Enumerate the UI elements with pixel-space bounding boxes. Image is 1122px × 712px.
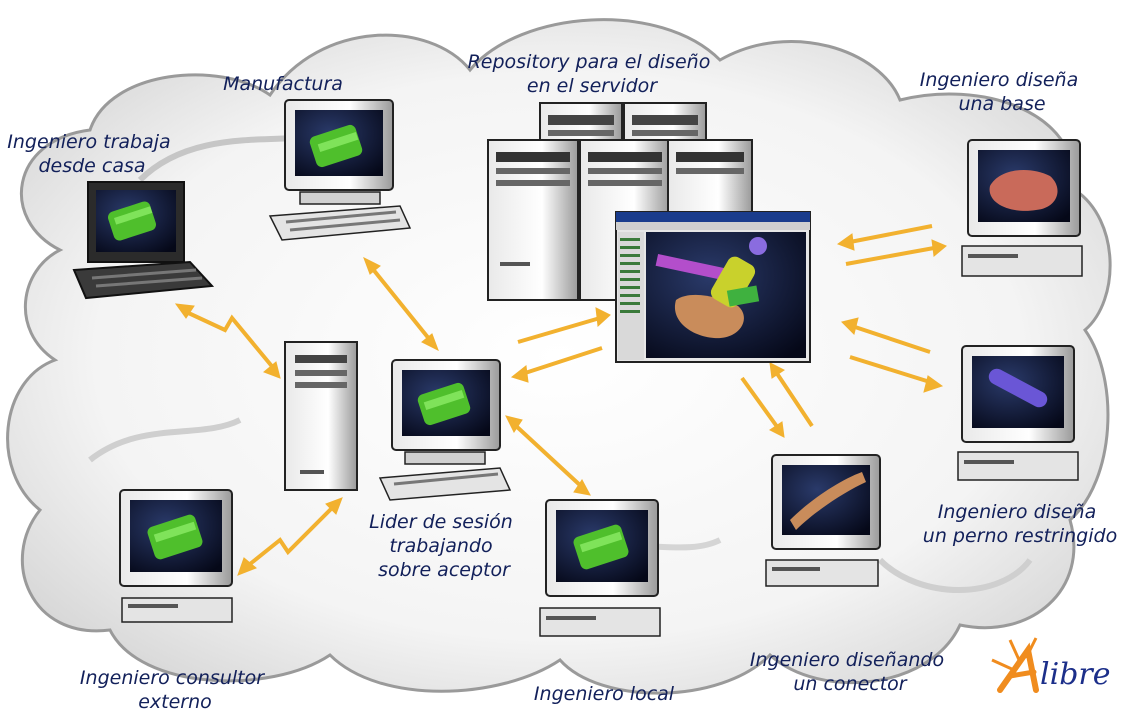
label-line: un conector <box>793 673 907 695</box>
bolt-engineer-computer <box>957 345 1079 481</box>
desktop-computer-icon <box>378 359 512 501</box>
label-session-leader: Lider de sesión trabajando sobre aceptor <box>369 511 519 581</box>
desktop-computer-icon <box>957 345 1079 481</box>
label-local-engineer: Ingeniero local <box>534 683 675 705</box>
label-line: Ingeniero local <box>534 683 675 705</box>
desktop-computer-icon <box>268 99 412 241</box>
arrow-icon <box>510 307 611 383</box>
label-base-engineer: Ingeniero diseña una base <box>920 69 1085 115</box>
manufacturing-computer <box>268 99 412 241</box>
label-line: Ingeniero trabaja <box>7 131 170 153</box>
label-line: Ingeniero diseñando <box>750 649 944 671</box>
base-engineer-computer <box>961 139 1083 277</box>
label-line: Ingeniero diseña <box>920 69 1079 91</box>
connector-engineer-computer <box>765 454 881 587</box>
label-line: desde casa <box>38 155 145 177</box>
label-line: trabajando <box>389 535 492 557</box>
server-group <box>487 102 753 301</box>
arrow-icon <box>363 256 439 352</box>
label-connector-engineer: Ingeniero diseñando un conector <box>750 649 950 695</box>
local-engineer-computer <box>539 499 661 637</box>
label-repository: Repository para el diseño en el servidor <box>468 51 717 97</box>
label-bolt-engineer: Ingeniero diseña un perno restringido <box>923 501 1117 547</box>
arrows <box>174 224 947 576</box>
cad-window-icon <box>615 211 811 363</box>
label-line: Ingeniero consultor <box>80 667 265 689</box>
logo-text: libre <box>1040 657 1111 692</box>
server-tower-icon <box>284 341 358 491</box>
label-line: sobre aceptor <box>378 559 511 581</box>
lightning-link-icon <box>174 303 281 379</box>
session-leader-computer <box>378 359 512 501</box>
label-home-engineer: Ingeniero trabaja desde casa <box>7 131 176 177</box>
arrow-icon <box>836 224 947 266</box>
label-line: Ingeniero diseña <box>938 501 1097 523</box>
label-line: un perno restringido <box>923 525 1117 547</box>
lightning-link-icon <box>237 497 343 576</box>
home-engineer-laptop <box>72 181 215 300</box>
desktop-computer-icon <box>539 499 661 637</box>
arrow-icon <box>841 317 944 393</box>
desktop-computer-icon <box>765 454 881 587</box>
center-tower <box>284 341 358 491</box>
label-line: en el servidor <box>527 75 658 97</box>
label-line: Repository para el diseño <box>468 51 711 73</box>
label-consultant: Ingeniero consultor externo <box>80 667 270 712</box>
desktop-computer-icon <box>961 139 1083 277</box>
label-line: externo <box>138 691 212 712</box>
label-manufacturing: Manufactura <box>223 73 343 95</box>
label-line: una base <box>958 93 1045 115</box>
label-line: Lider de sesión <box>369 511 513 533</box>
laptop-icon <box>72 181 215 300</box>
label-line: Manufactura <box>223 73 343 95</box>
alibre-logo: libre <box>991 637 1111 693</box>
consultant-computer <box>119 489 233 623</box>
desktop-computer-icon <box>119 489 233 623</box>
server-tower-icon <box>487 139 579 301</box>
arrow-icon <box>505 415 591 496</box>
arrow-icon <box>740 362 814 438</box>
